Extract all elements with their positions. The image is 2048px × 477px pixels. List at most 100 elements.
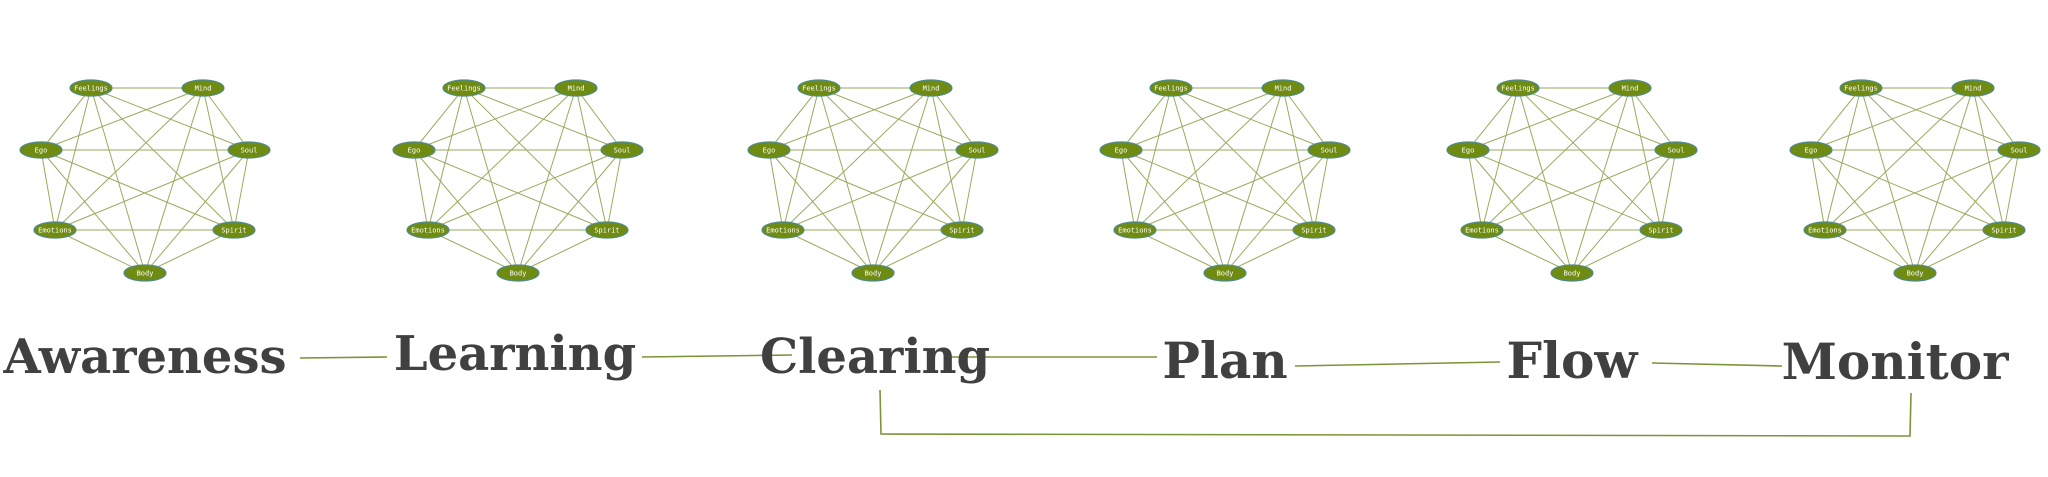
node-label: Mind — [1275, 85, 1292, 93]
node-ellipse — [940, 221, 984, 239]
node-label: Feelings — [74, 85, 108, 93]
node-label: Ego — [763, 147, 776, 155]
node-ellipse — [909, 79, 953, 97]
network-edge — [872, 149, 978, 274]
network-edge — [575, 87, 623, 151]
node-label: Soul — [969, 147, 986, 155]
network-edge — [1120, 149, 1315, 231]
node-soul: Soul — [1307, 141, 1351, 159]
node-ellipse — [1803, 221, 1847, 239]
node-mind: Mind — [181, 79, 225, 97]
node-label: Ego — [1805, 147, 1818, 155]
network-edge — [90, 87, 146, 274]
node-ellipse — [1261, 79, 1305, 97]
network-edge — [930, 87, 963, 231]
node-label: Emotions — [38, 227, 72, 235]
node-ellipse — [1997, 141, 2041, 159]
network-edges — [1467, 87, 1677, 274]
network-edge — [1629, 87, 1677, 151]
network-edge — [1914, 229, 2005, 274]
network-edge — [1914, 149, 2020, 274]
node-spirit: Spirit — [940, 221, 984, 239]
network-edge — [782, 149, 978, 231]
node-ellipse — [585, 221, 629, 239]
network-edge — [1517, 87, 1662, 231]
network-edge — [40, 149, 146, 274]
node-spirit: Spirit — [212, 221, 256, 239]
network-edge — [768, 87, 932, 151]
network-edge — [1972, 87, 2005, 231]
node-label: Soul — [1321, 147, 1338, 155]
network-edge — [40, 87, 204, 151]
connector-line — [299, 356, 388, 359]
network-edge — [768, 87, 820, 151]
network-edge — [1810, 87, 1974, 151]
network-edge — [413, 87, 577, 151]
node-emotions: Emotions — [33, 221, 77, 239]
node-spirit: Spirit — [1292, 221, 1336, 239]
node-emotions: Emotions — [1803, 221, 1847, 239]
node-label: Emotions — [411, 227, 445, 235]
network-edge — [782, 229, 874, 274]
node-ellipse — [1639, 221, 1683, 239]
node-ego: Ego — [19, 141, 63, 159]
node-ellipse — [33, 221, 77, 239]
connector-line — [1294, 361, 1501, 367]
node-label: Soul — [2011, 147, 2028, 155]
loop-connector — [879, 389, 1912, 437]
network-edge — [1467, 87, 1519, 151]
node-label: Ego — [408, 147, 421, 155]
node-label: Body — [137, 270, 154, 278]
node-ellipse — [1550, 264, 1594, 282]
network-edge — [872, 229, 963, 274]
stage-label-awareness: Awareness — [2, 329, 286, 385]
node-ellipse — [1307, 141, 1351, 159]
network-edges — [1120, 87, 1330, 274]
network-edge — [54, 87, 92, 231]
node-feelings: Feelings — [442, 79, 486, 97]
node-label: Body — [1907, 270, 1924, 278]
node-emotions: Emotions — [1113, 221, 1157, 239]
network-edge — [463, 87, 519, 274]
node-ellipse — [406, 221, 450, 239]
network-edge — [1629, 87, 1662, 231]
stage-label-learning: Learning — [394, 326, 636, 382]
node-body: Body — [123, 264, 167, 282]
node-ellipse — [1608, 79, 1652, 97]
network-edge — [1824, 87, 1862, 231]
network-edge — [575, 87, 608, 231]
connector-lines — [299, 354, 1912, 437]
node-ellipse — [442, 79, 486, 97]
network-edge — [1571, 149, 1677, 274]
network-edge — [90, 87, 235, 231]
node-ego: Ego — [747, 141, 791, 159]
network-edge — [1810, 149, 1826, 231]
network-edge — [463, 87, 608, 231]
node-label: Body — [865, 270, 882, 278]
stage-label-plan: Plan — [1162, 331, 1287, 390]
node-body: Body — [1893, 264, 1937, 282]
node-soul: Soul — [1997, 141, 2041, 159]
network-edge — [1224, 149, 1330, 274]
node-ellipse — [1654, 141, 1698, 159]
network-edge — [1571, 229, 1662, 274]
network-edge — [1134, 149, 1330, 231]
node-ellipse — [69, 79, 113, 97]
node-body: Body — [851, 264, 895, 282]
node-ellipse — [1951, 79, 1995, 97]
node-spirit: Spirit — [585, 221, 629, 239]
node-label: Spirit — [594, 227, 619, 235]
node-ellipse — [1839, 79, 1883, 97]
network-edge — [782, 87, 820, 231]
node-ellipse — [1893, 264, 1937, 282]
node-label: Ego — [35, 147, 48, 155]
network-edge — [517, 229, 608, 274]
network-edge — [1282, 87, 1330, 151]
node-label: Ego — [1115, 147, 1128, 155]
node-ellipse — [600, 141, 644, 159]
network-edge — [1120, 87, 1284, 151]
node-emotions: Emotions — [1460, 221, 1504, 239]
